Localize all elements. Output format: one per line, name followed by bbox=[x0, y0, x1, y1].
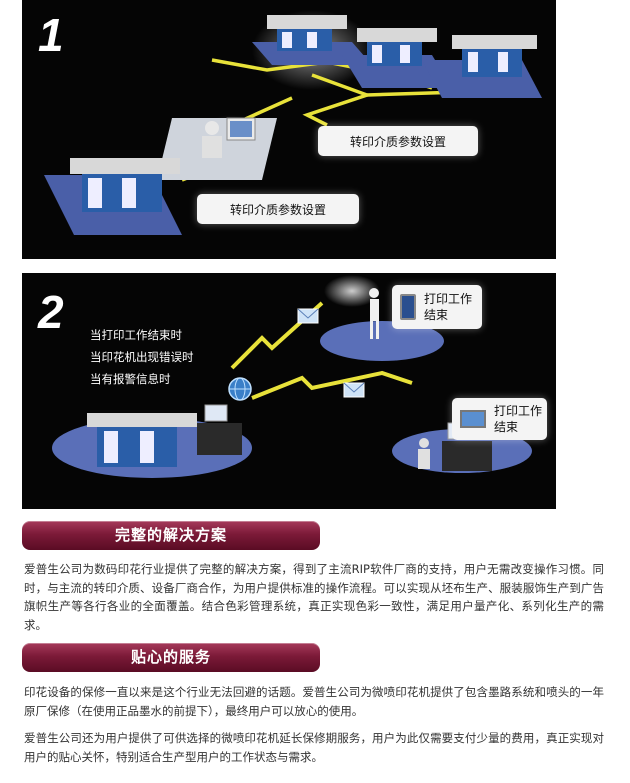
notification-diagram-panel: 2 当打印工作结束时 当印花机出现错误时 当有报警信息时 打印工作 结束 打印工… bbox=[22, 273, 556, 509]
solution-paragraph: 爱普生公司为数码印花行业提供了完整的解决方案，得到了主流RIP软件厂商的支持，用… bbox=[24, 562, 604, 632]
globe-icon bbox=[228, 377, 252, 401]
notification-text: 打印工作 结束 bbox=[424, 292, 473, 322]
printer-icon bbox=[70, 158, 180, 212]
service-paragraph-2: 爱普生公司还为用户提供了可供选择的微喷印花机延长保修期服务，用户为此仅需要支付少… bbox=[24, 731, 604, 764]
phone-notification-box: 打印工作 结束 bbox=[392, 285, 482, 329]
network-illustration bbox=[44, 10, 542, 235]
workstation-icon bbox=[202, 117, 256, 158]
printer-icon bbox=[87, 413, 197, 467]
section-title: 完整的解决方案 bbox=[114, 526, 227, 544]
phone-icon bbox=[400, 294, 416, 320]
callout-media-settings: 转印介质参数设置 bbox=[318, 126, 478, 156]
notification-illustration bbox=[52, 275, 532, 478]
condition-text: 当打印工作结束时 bbox=[90, 328, 182, 342]
printer-icon bbox=[452, 35, 537, 77]
section-banner-solution: 完整的解决方案 bbox=[22, 521, 320, 550]
envelope-icon bbox=[297, 308, 319, 324]
printer-icon bbox=[267, 15, 347, 51]
pc-notification-box: 打印工作 结束 bbox=[452, 398, 547, 440]
step-number: 1 bbox=[38, 9, 64, 61]
envelope-icon bbox=[343, 382, 365, 398]
person-icon bbox=[369, 288, 379, 339]
user-platform bbox=[320, 321, 444, 361]
signal-bolt bbox=[230, 301, 324, 370]
notification-text: 打印工作 结束 bbox=[494, 404, 543, 434]
service-paragraph-1: 印花设备的保修一直以来是这个行业无法回避的话题。爱普生公司为微喷印花机提供了包含… bbox=[24, 685, 604, 718]
signal-bolt bbox=[251, 370, 413, 400]
condition-text: 当印花机出现错误时 bbox=[90, 350, 194, 364]
workstation-icon bbox=[197, 404, 242, 455]
printer-icon bbox=[357, 28, 437, 66]
section-title: 贴心的服务 bbox=[130, 648, 211, 666]
condition-text: 当有报警信息时 bbox=[90, 372, 171, 386]
section-banner-service: 贴心的服务 bbox=[22, 643, 320, 672]
step-number: 2 bbox=[38, 286, 64, 338]
laptop-icon bbox=[460, 410, 486, 428]
glow bbox=[324, 275, 380, 307]
callout-media-settings: 转印介质参数设置 bbox=[197, 194, 359, 224]
network-diagram-panel: 1 转印介质参数设置 转印介质参数设置 bbox=[22, 0, 556, 259]
